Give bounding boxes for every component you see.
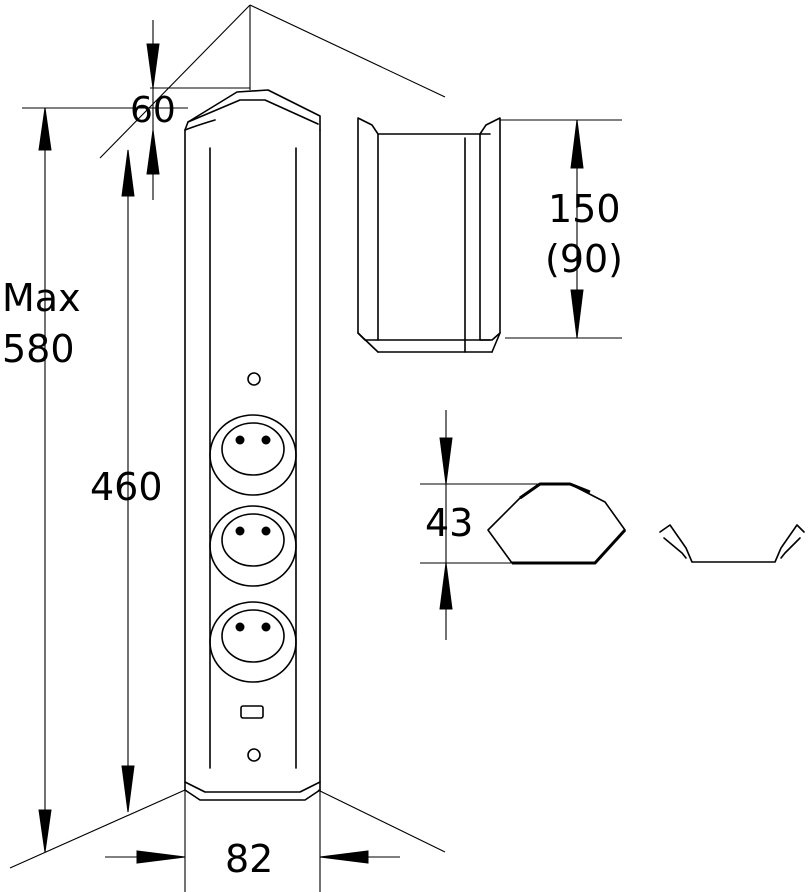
dimension-total-height: Max 580 xyxy=(2,107,188,853)
top-offset-value: 60 xyxy=(130,90,176,131)
total-height-value: 580 xyxy=(2,327,75,371)
dimension-top-offset: 60 xyxy=(130,20,250,200)
cross-section xyxy=(487,482,627,565)
cover-height-value: 150 xyxy=(548,187,621,231)
width-value: 82 xyxy=(225,837,273,881)
screw-icon xyxy=(247,372,261,386)
body-height-value: 460 xyxy=(90,465,163,509)
switch-icon xyxy=(240,705,264,719)
channel-profile xyxy=(659,524,805,563)
dimension-body-height: 460 xyxy=(90,149,163,813)
power-outlet xyxy=(209,505,297,587)
depth-value: 43 xyxy=(425,501,473,545)
total-height-label: Max xyxy=(2,276,81,320)
screw-icon xyxy=(247,748,261,762)
socket-tower xyxy=(184,89,321,801)
cover-panel xyxy=(357,117,501,353)
cover-height-alt-value: (90) xyxy=(545,237,623,281)
dimension-width: 82 xyxy=(105,790,400,892)
power-outlet xyxy=(209,601,297,683)
dimension-depth: 43 xyxy=(420,410,570,640)
power-outlet xyxy=(209,414,297,496)
wall-corner-lines xyxy=(9,4,446,869)
dimension-cover-height: 150 (90) xyxy=(500,119,623,339)
